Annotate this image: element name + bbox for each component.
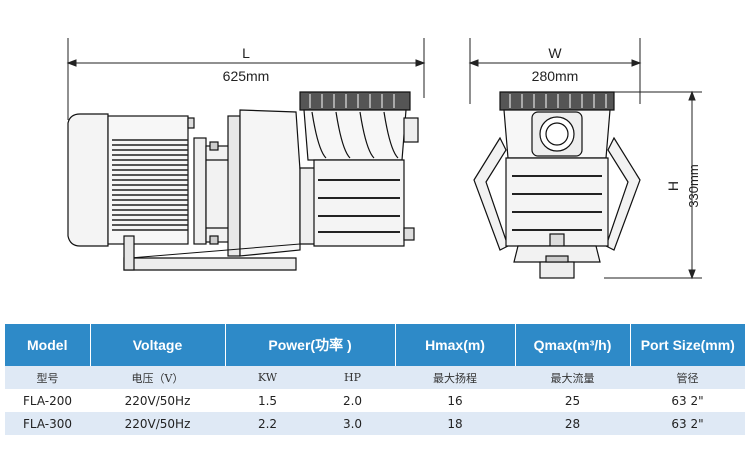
- subheader-cell: 电压（V）: [90, 366, 225, 389]
- cell-hp: 3.0: [310, 412, 396, 435]
- table-header-row: Model Voltage Power(功率 ) Hmax(m) Qmax(m³…: [5, 324, 746, 366]
- cell-port-size: 63 2": [630, 412, 746, 435]
- height-value: 330mm: [686, 164, 701, 207]
- header-power: Power(功率 ): [225, 324, 396, 366]
- length-value: 625mm: [223, 68, 270, 84]
- subheader-cell: 最大流量: [515, 366, 631, 389]
- table-row: FLA-300 220V/50Hz 2.2 3.0 18 28 63 2": [5, 412, 746, 435]
- table-row: FLA-200 220V/50Hz 1.5 2.0 16 25 63 2": [5, 389, 746, 412]
- cell-kw: 2.2: [225, 412, 310, 435]
- length-letter: L: [242, 45, 250, 61]
- subheader-cell: HP: [310, 366, 396, 389]
- cell-kw: 1.5: [225, 389, 310, 412]
- cell-voltage: 220V/50Hz: [90, 389, 225, 412]
- cell-model: FLA-300: [5, 412, 90, 435]
- cell-model: FLA-200: [5, 389, 90, 412]
- cell-hmax: 18: [395, 412, 516, 435]
- cell-hmax: 16: [395, 389, 516, 412]
- subheader-cell: 型号: [5, 366, 90, 389]
- pump-front-view: [473, 91, 641, 279]
- pump-side-view: [67, 91, 419, 271]
- header-model: Model: [5, 324, 91, 366]
- header-voltage: Voltage: [90, 324, 226, 366]
- subheader-cell: KW: [225, 366, 310, 389]
- subheader-cell: 管径: [630, 366, 746, 389]
- header-port-size: Port Size(mm): [630, 324, 746, 366]
- cell-qmax: 28: [515, 412, 631, 435]
- header-hmax: Hmax(m): [395, 324, 516, 366]
- cell-port-size: 63 2": [630, 389, 746, 412]
- cell-hp: 2.0: [310, 389, 396, 412]
- cell-qmax: 25: [515, 389, 631, 412]
- length-dimension: [66, 38, 426, 120]
- height-dimension: [604, 90, 702, 280]
- width-value: 280mm: [532, 68, 579, 84]
- header-qmax: Qmax(m³/h): [515, 324, 631, 366]
- table-subheader-row: 型号 电压（V） KW HP 最大扬程 最大流量 管径: [5, 366, 746, 389]
- width-dimension: [468, 38, 642, 104]
- specification-table: Model Voltage Power(功率 ) Hmax(m) Qmax(m³…: [5, 324, 746, 435]
- cell-voltage: 220V/50Hz: [90, 412, 225, 435]
- subheader-cell: 最大扬程: [395, 366, 516, 389]
- pump-technical-drawing: L 625mm: [66, 38, 702, 280]
- width-letter: W: [548, 45, 562, 61]
- height-letter: H: [665, 181, 681, 191]
